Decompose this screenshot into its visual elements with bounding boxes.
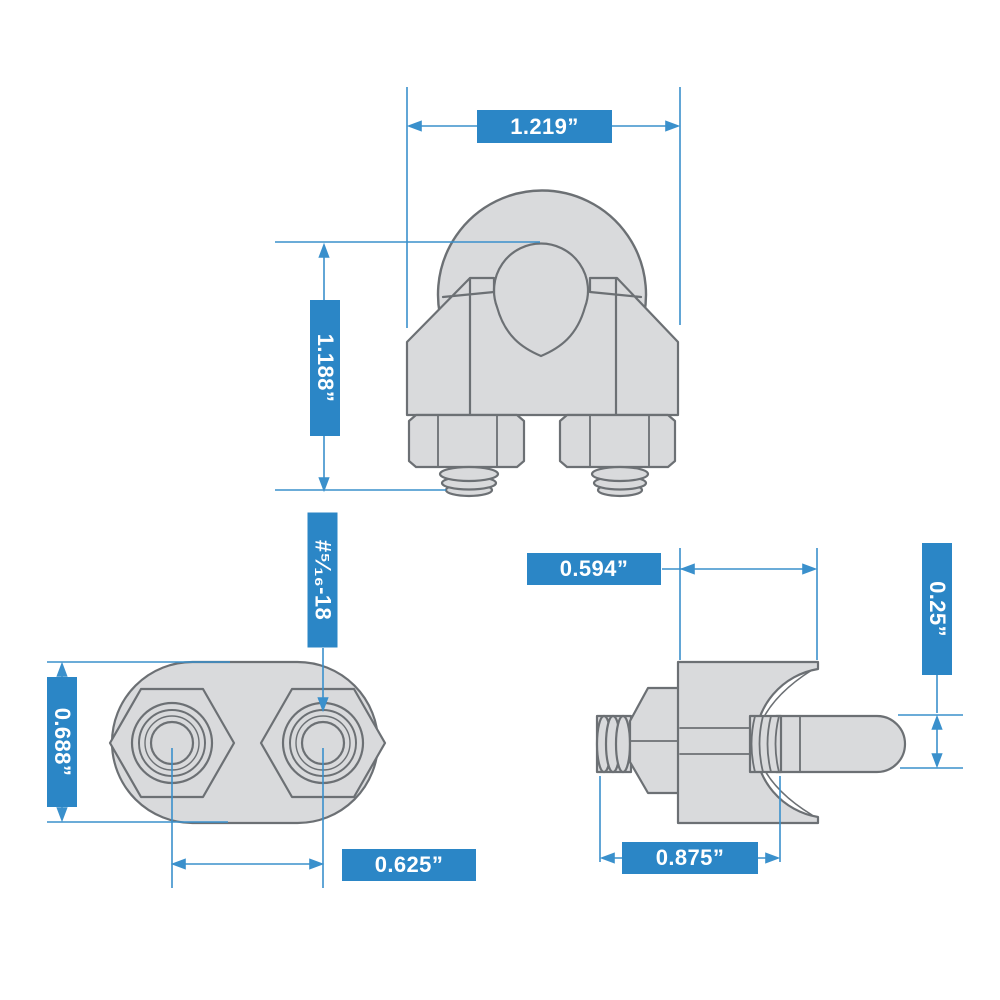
dim-rope-diameter-badge: 0.25” — [922, 543, 952, 675]
dim-front-width-badge: 1.219” — [477, 110, 612, 143]
top-view-drawing — [108, 660, 387, 825]
dim-bolt-spacing-badge: 0.625” — [342, 849, 476, 881]
front-view-drawing — [405, 189, 680, 498]
dim-side-base-width-badge: 0.875” — [622, 842, 758, 874]
dim-side-top-width-badge: 0.594” — [527, 553, 661, 585]
dim-thread-size-badge: #⁵⁄₁₆-18 — [307, 512, 338, 648]
dim-top-height-badge: 0.688” — [47, 677, 77, 807]
dim-front-height-badge: 1.188” — [310, 300, 340, 436]
side-view-drawing — [595, 660, 907, 825]
